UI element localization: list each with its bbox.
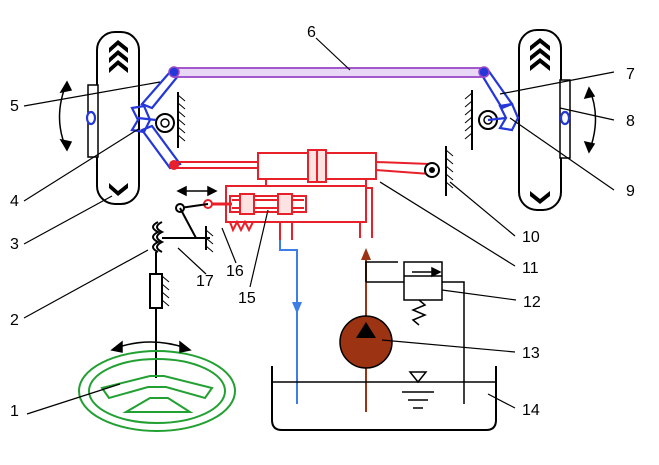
label-16: 16	[226, 263, 244, 280]
valve-movement-arrow	[176, 185, 218, 197]
steering-linkage	[152, 203, 214, 253]
label-2: 2	[10, 312, 19, 329]
relief-valve	[365, 261, 465, 404]
control-valve	[203, 185, 367, 240]
label-3: 3	[10, 236, 19, 253]
label-10: 10	[522, 229, 540, 246]
label-15: 15	[238, 290, 256, 307]
label-4: 4	[10, 193, 19, 210]
return-line	[279, 240, 302, 404]
left-wheel-rotation-arrow	[58, 80, 73, 152]
right-tread-marks	[530, 38, 550, 204]
label-11: 11	[522, 260, 539, 277]
steering-column	[149, 252, 170, 378]
left-wheel	[58, 31, 186, 205]
callout-labels: 1 2 3 4 5 6 7 8 9 10 11 12 13 14 15 16 1…	[10, 24, 635, 420]
label-5: 5	[10, 98, 19, 115]
label-7: 7	[626, 66, 635, 83]
steering-wheel	[78, 350, 236, 432]
oil-tank	[271, 366, 497, 431]
steering-rotation-arrow	[110, 340, 192, 353]
label-8: 8	[626, 113, 635, 130]
label-14: 14	[522, 402, 540, 419]
label-1: 1	[10, 403, 19, 420]
label-13: 13	[522, 345, 540, 362]
tie-rod	[168, 66, 490, 78]
label-12: 12	[523, 294, 541, 311]
left-tread-marks	[109, 40, 128, 196]
hydraulic-pump	[339, 315, 393, 369]
label-6: 6	[307, 24, 316, 41]
right-wheel	[464, 29, 597, 211]
right-wheel-rotation-arrow	[583, 86, 597, 154]
cylinder-frame-mount	[445, 146, 454, 196]
power-cylinder	[169, 149, 440, 238]
left-kingpin	[155, 92, 186, 148]
label-17: 17	[196, 273, 214, 290]
label-9: 9	[626, 183, 635, 200]
leader-lines	[23, 37, 615, 415]
